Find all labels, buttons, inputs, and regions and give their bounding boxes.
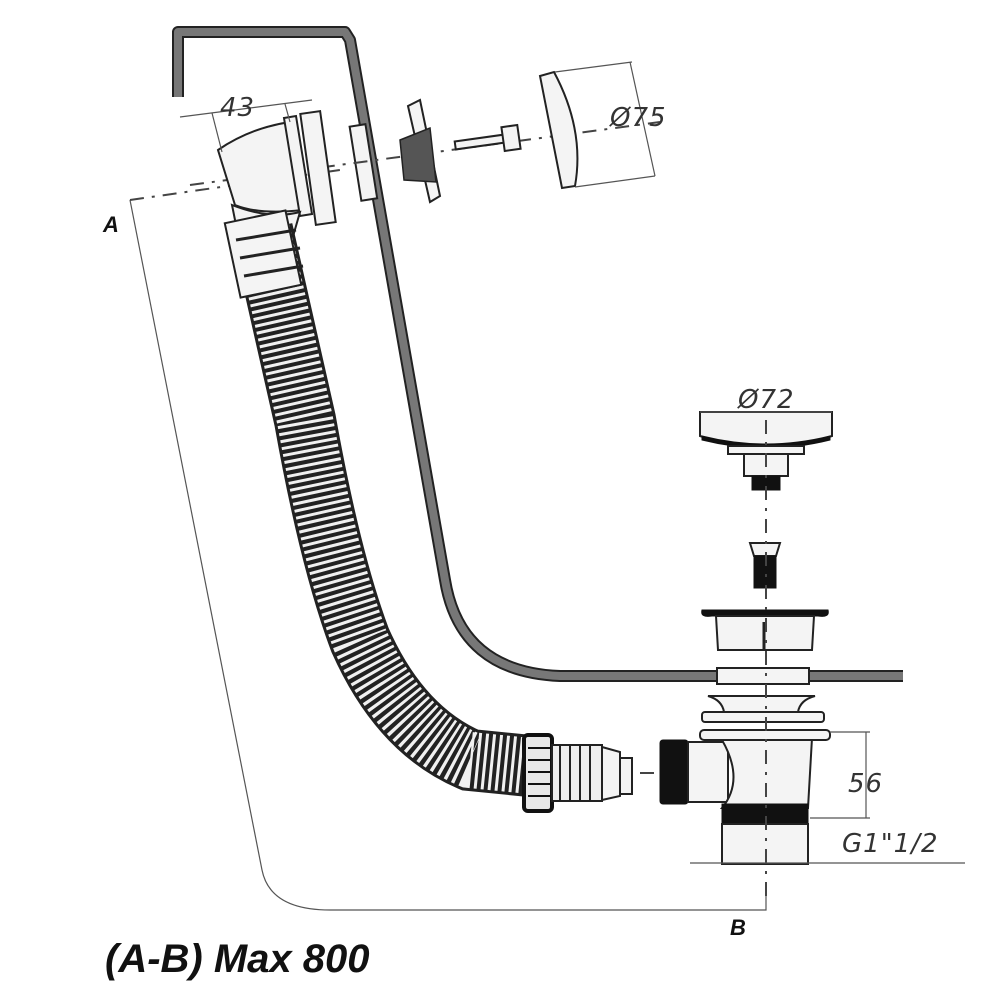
overflow-cover — [538, 70, 579, 190]
dim-72: Ø72 — [700, 385, 832, 415]
point-b-label: B — [730, 915, 746, 940]
wall-cutout-drain — [716, 667, 810, 685]
overflow-screw — [453, 123, 522, 153]
length-line-a-b: A B — [102, 169, 767, 940]
overflow-gasket — [299, 110, 337, 226]
drain-flange — [701, 695, 825, 723]
diagram-title: (A-B) Max 800 — [105, 937, 370, 981]
dim-72-text: Ø72 — [737, 385, 795, 415]
dim-43: 43 — [179, 93, 313, 153]
dim-g1-1-2: G1"1/2 — [690, 829, 965, 864]
hose-nut — [522, 733, 554, 813]
hose-spigot — [551, 744, 633, 802]
point-a-label: A — [102, 212, 119, 237]
strainer-body — [701, 609, 829, 651]
dim-56-text: 56 — [848, 769, 883, 799]
corrugated-hose — [223, 209, 534, 797]
dim-56: 56 — [810, 731, 883, 819]
dim-thread-text: G1"1/2 — [842, 829, 939, 859]
dim-75-text: Ø75 — [609, 103, 667, 133]
trap-flange — [699, 729, 831, 741]
overflow-flange — [399, 98, 442, 204]
dim-75: Ø75 — [554, 61, 667, 188]
trap-body — [659, 729, 831, 865]
dim-43-text: 43 — [220, 93, 255, 123]
